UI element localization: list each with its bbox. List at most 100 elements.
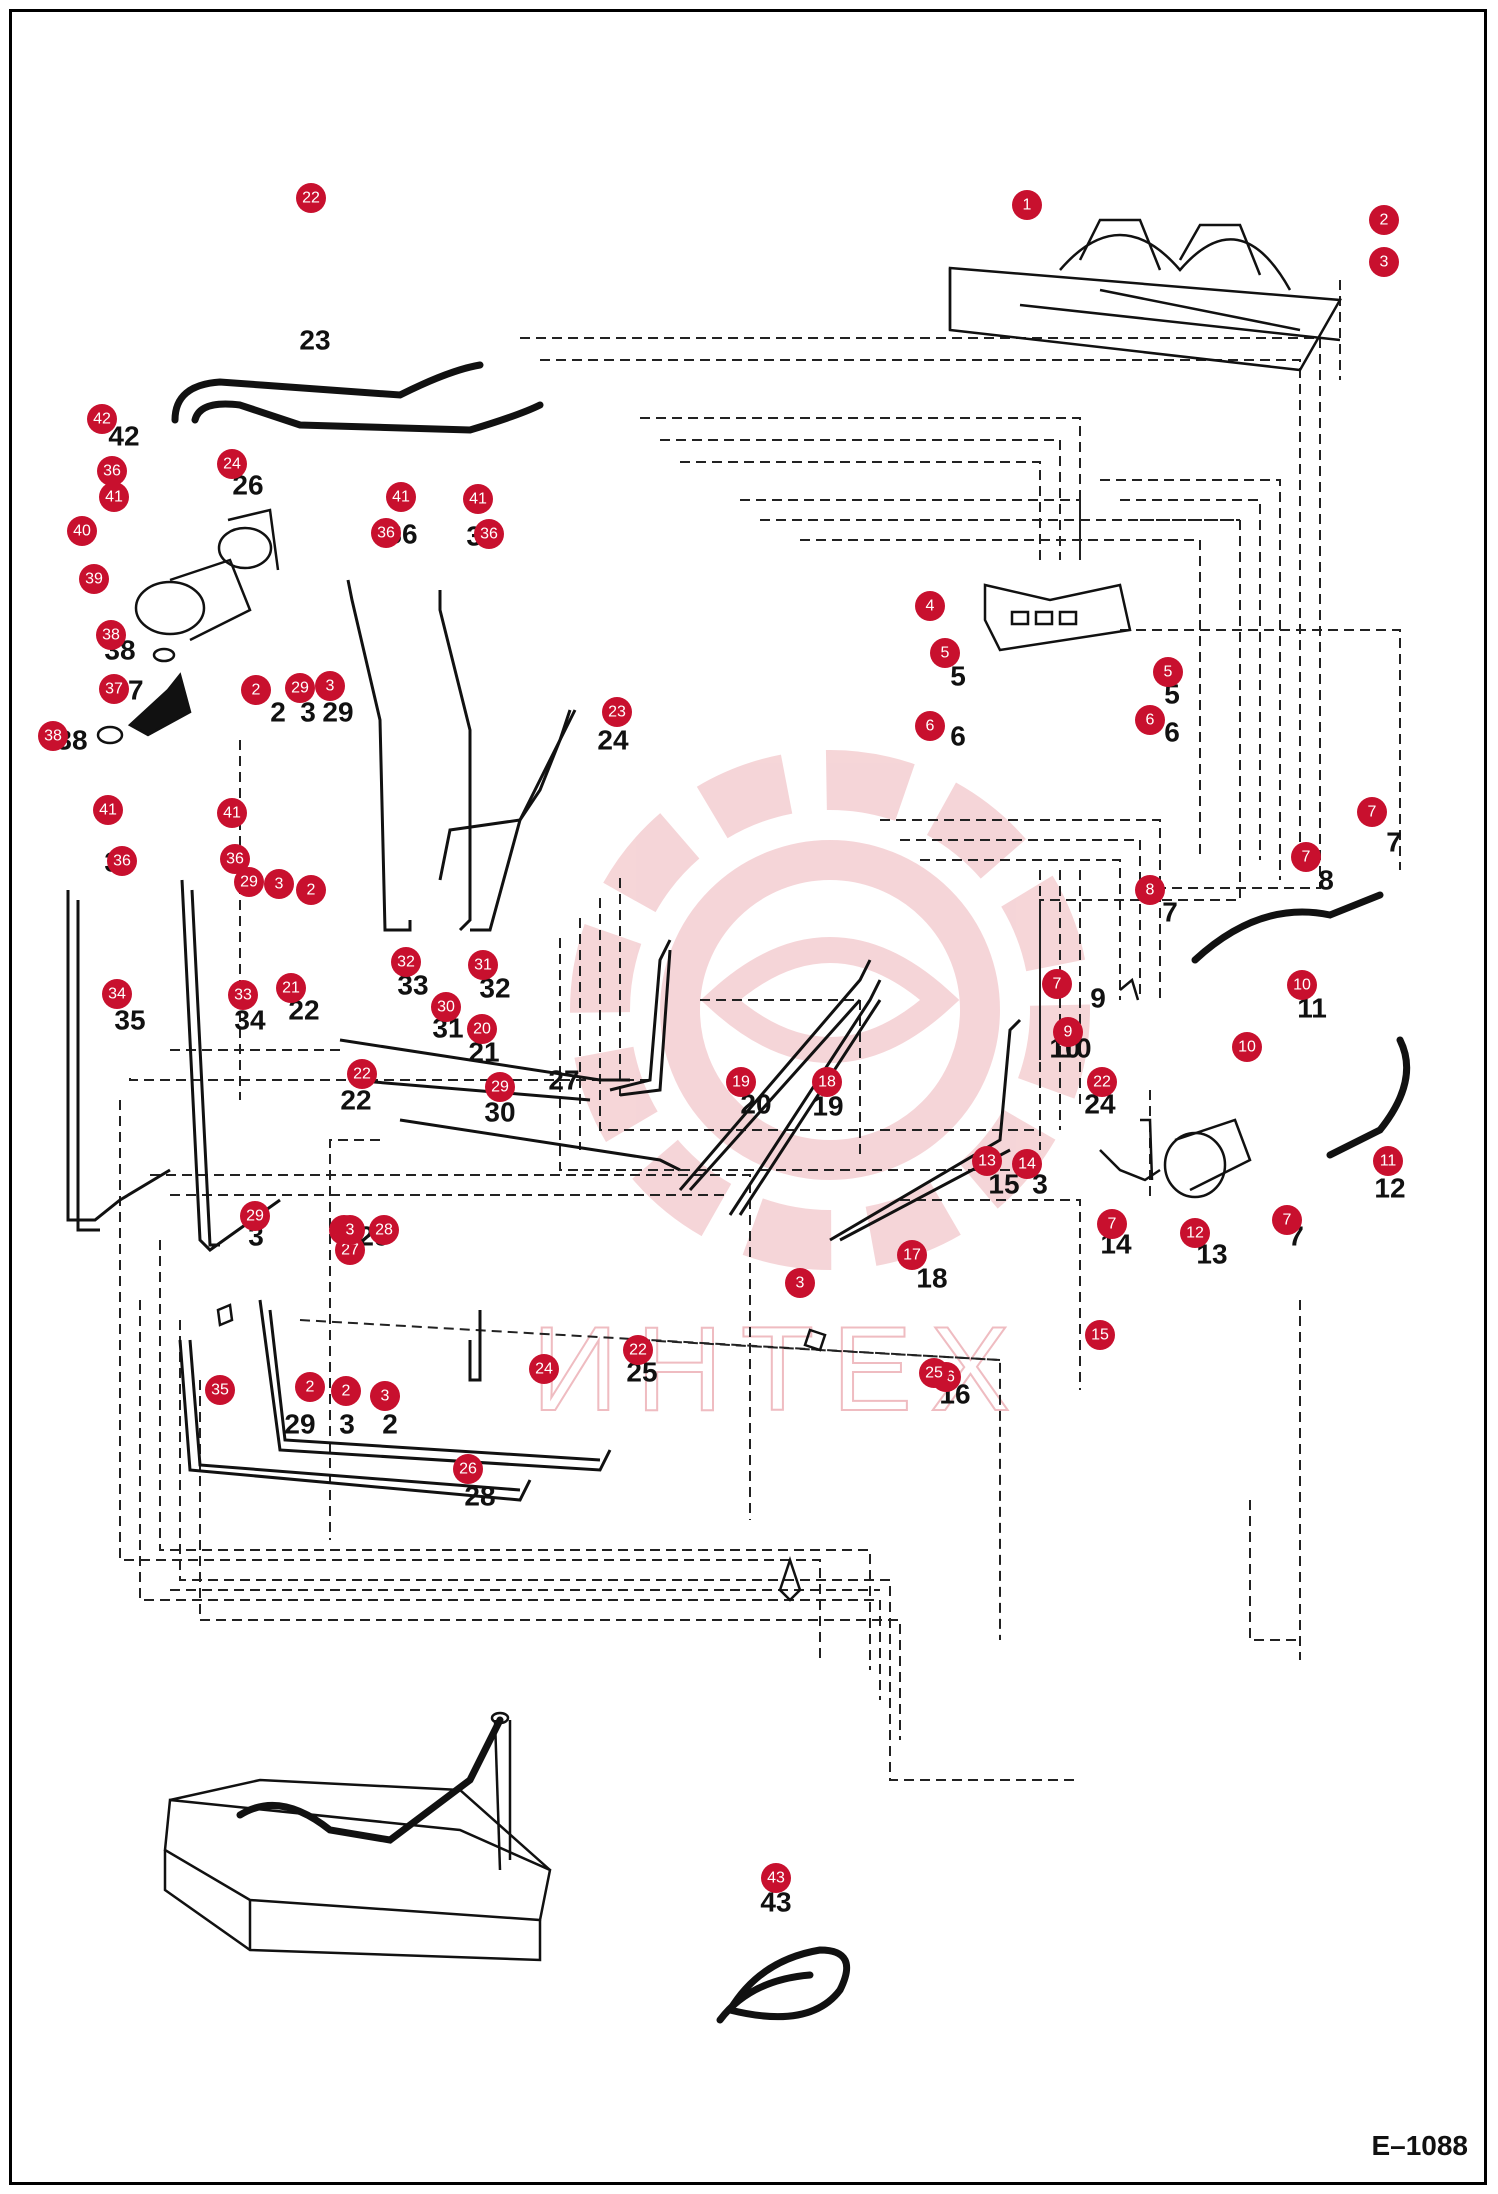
callout-circle <box>431 992 461 1022</box>
part-label-2: 2 <box>270 697 286 728</box>
callout-number: 13 <box>978 1153 996 1170</box>
callout-4: 4 <box>915 591 945 621</box>
callout-number: 11 <box>1380 1153 1397 1170</box>
callout-37: 37 <box>99 674 129 704</box>
callout-circle <box>897 1240 927 1270</box>
callout-number: 3 <box>796 1275 805 1292</box>
callout-circle <box>99 674 129 704</box>
callout-circle <box>99 482 129 512</box>
callout-8: 8 <box>1135 875 1165 905</box>
callout-number: 3 <box>326 678 335 695</box>
callout-circle <box>296 875 326 905</box>
callout-circle <box>915 591 945 621</box>
callout-number: 18 <box>818 1074 836 1091</box>
diagram-frame <box>9 9 1487 2185</box>
callout-3: 3 <box>264 869 294 899</box>
callout-2: 2 <box>331 1376 361 1406</box>
part-callouts: 1234556677879101011712713141531617181920… <box>38 183 1403 1893</box>
part-label-3: 3 <box>300 697 316 728</box>
part-label-3: 3 <box>339 1409 355 1440</box>
part-label-7: 7 <box>1162 897 1178 928</box>
callout-circle <box>930 638 960 668</box>
part-label-12: 12 <box>1374 1173 1405 1204</box>
callout-32: 32 <box>391 947 421 977</box>
callout-circle <box>1291 842 1321 872</box>
callout-number: 6 <box>1146 712 1155 729</box>
part-label-18: 18 <box>916 1263 947 1294</box>
callout-circle <box>453 1454 483 1484</box>
part-label-34: 34 <box>234 1005 266 1036</box>
callout-35: 35 <box>205 1375 235 1405</box>
callout-24: 24 <box>217 449 247 479</box>
callout-39: 39 <box>79 564 109 594</box>
callout-36: 36 <box>371 518 401 548</box>
callout-22: 22 <box>1087 1067 1117 1097</box>
callout-circle <box>295 1372 325 1402</box>
callout-number: 7 <box>1283 1212 1292 1229</box>
callout-number: 21 <box>282 980 300 997</box>
callout-2: 2 <box>295 1372 325 1402</box>
callout-circle <box>296 183 326 213</box>
callout-number: 9 <box>1064 1024 1073 1041</box>
callout-number: 22 <box>629 1342 647 1359</box>
callout-number: 7 <box>1053 976 1062 993</box>
part-label-9: 9 <box>1090 983 1106 1014</box>
motor-assembly <box>96 508 280 745</box>
callout-circle <box>1012 1149 1042 1179</box>
callout-number: 1 <box>1023 197 1032 214</box>
callout-number: 36 <box>103 463 121 480</box>
callout-41: 41 <box>99 482 129 512</box>
callout-number: 2 <box>307 882 316 899</box>
callout-number: 8 <box>1146 882 1155 899</box>
callout-42: 42 <box>87 404 117 434</box>
part-label-5: 5 <box>950 661 966 692</box>
callout-number: 3 <box>1380 254 1389 271</box>
callout-28: 28 <box>369 1215 399 1245</box>
callout-number: 41 <box>99 802 117 819</box>
callout-circle <box>234 867 264 897</box>
callout-circle <box>369 1215 399 1245</box>
callout-2: 2 <box>1369 205 1399 235</box>
callout-number: 40 <box>73 523 91 540</box>
callout-circle <box>38 721 68 751</box>
callout-number: 10 <box>1238 1039 1256 1056</box>
callout-14: 14 <box>1012 1149 1042 1179</box>
callout-circle <box>347 1059 377 1089</box>
callout-number: 22 <box>353 1066 371 1083</box>
callout-circle <box>915 711 945 741</box>
callout-number: 26 <box>459 1461 477 1478</box>
callout-number: 24 <box>535 1361 553 1378</box>
callout-number: 38 <box>44 728 62 745</box>
callout-number: 19 <box>732 1074 750 1091</box>
callout-number: 3 <box>346 1222 355 1239</box>
callout-circle <box>463 484 493 514</box>
part-label-24: 24 <box>597 725 629 756</box>
callout-38: 38 <box>96 620 126 650</box>
part-label-29: 29 <box>322 697 353 728</box>
callout-number: 22 <box>302 190 320 207</box>
callout-25: 25 <box>919 1358 949 1388</box>
callout-7: 7 <box>1042 969 1072 999</box>
callout-number: 41 <box>392 489 410 506</box>
callout-number: 23 <box>608 704 626 721</box>
callout-38: 38 <box>38 721 68 751</box>
callout-circle <box>241 675 271 705</box>
callout-41: 41 <box>463 484 493 514</box>
callout-circle <box>107 846 137 876</box>
callout-number: 17 <box>903 1247 921 1264</box>
callout-circle <box>1369 205 1399 235</box>
callout-circle <box>217 449 247 479</box>
part-label-8: 8 <box>1318 865 1334 896</box>
callout-5: 5 <box>930 638 960 668</box>
callout-number: 20 <box>473 1021 491 1038</box>
callout-circle <box>1287 970 1317 1000</box>
callout-number: 5 <box>941 645 950 662</box>
callout-41: 41 <box>386 482 416 512</box>
callout-15: 15 <box>1085 1320 1115 1350</box>
callout-7: 7 <box>1291 842 1321 872</box>
callout-circle <box>919 1358 949 1388</box>
callout-33: 33 <box>228 980 258 1010</box>
callout-26: 26 <box>453 1454 483 1484</box>
callout-circle <box>1087 1067 1117 1097</box>
